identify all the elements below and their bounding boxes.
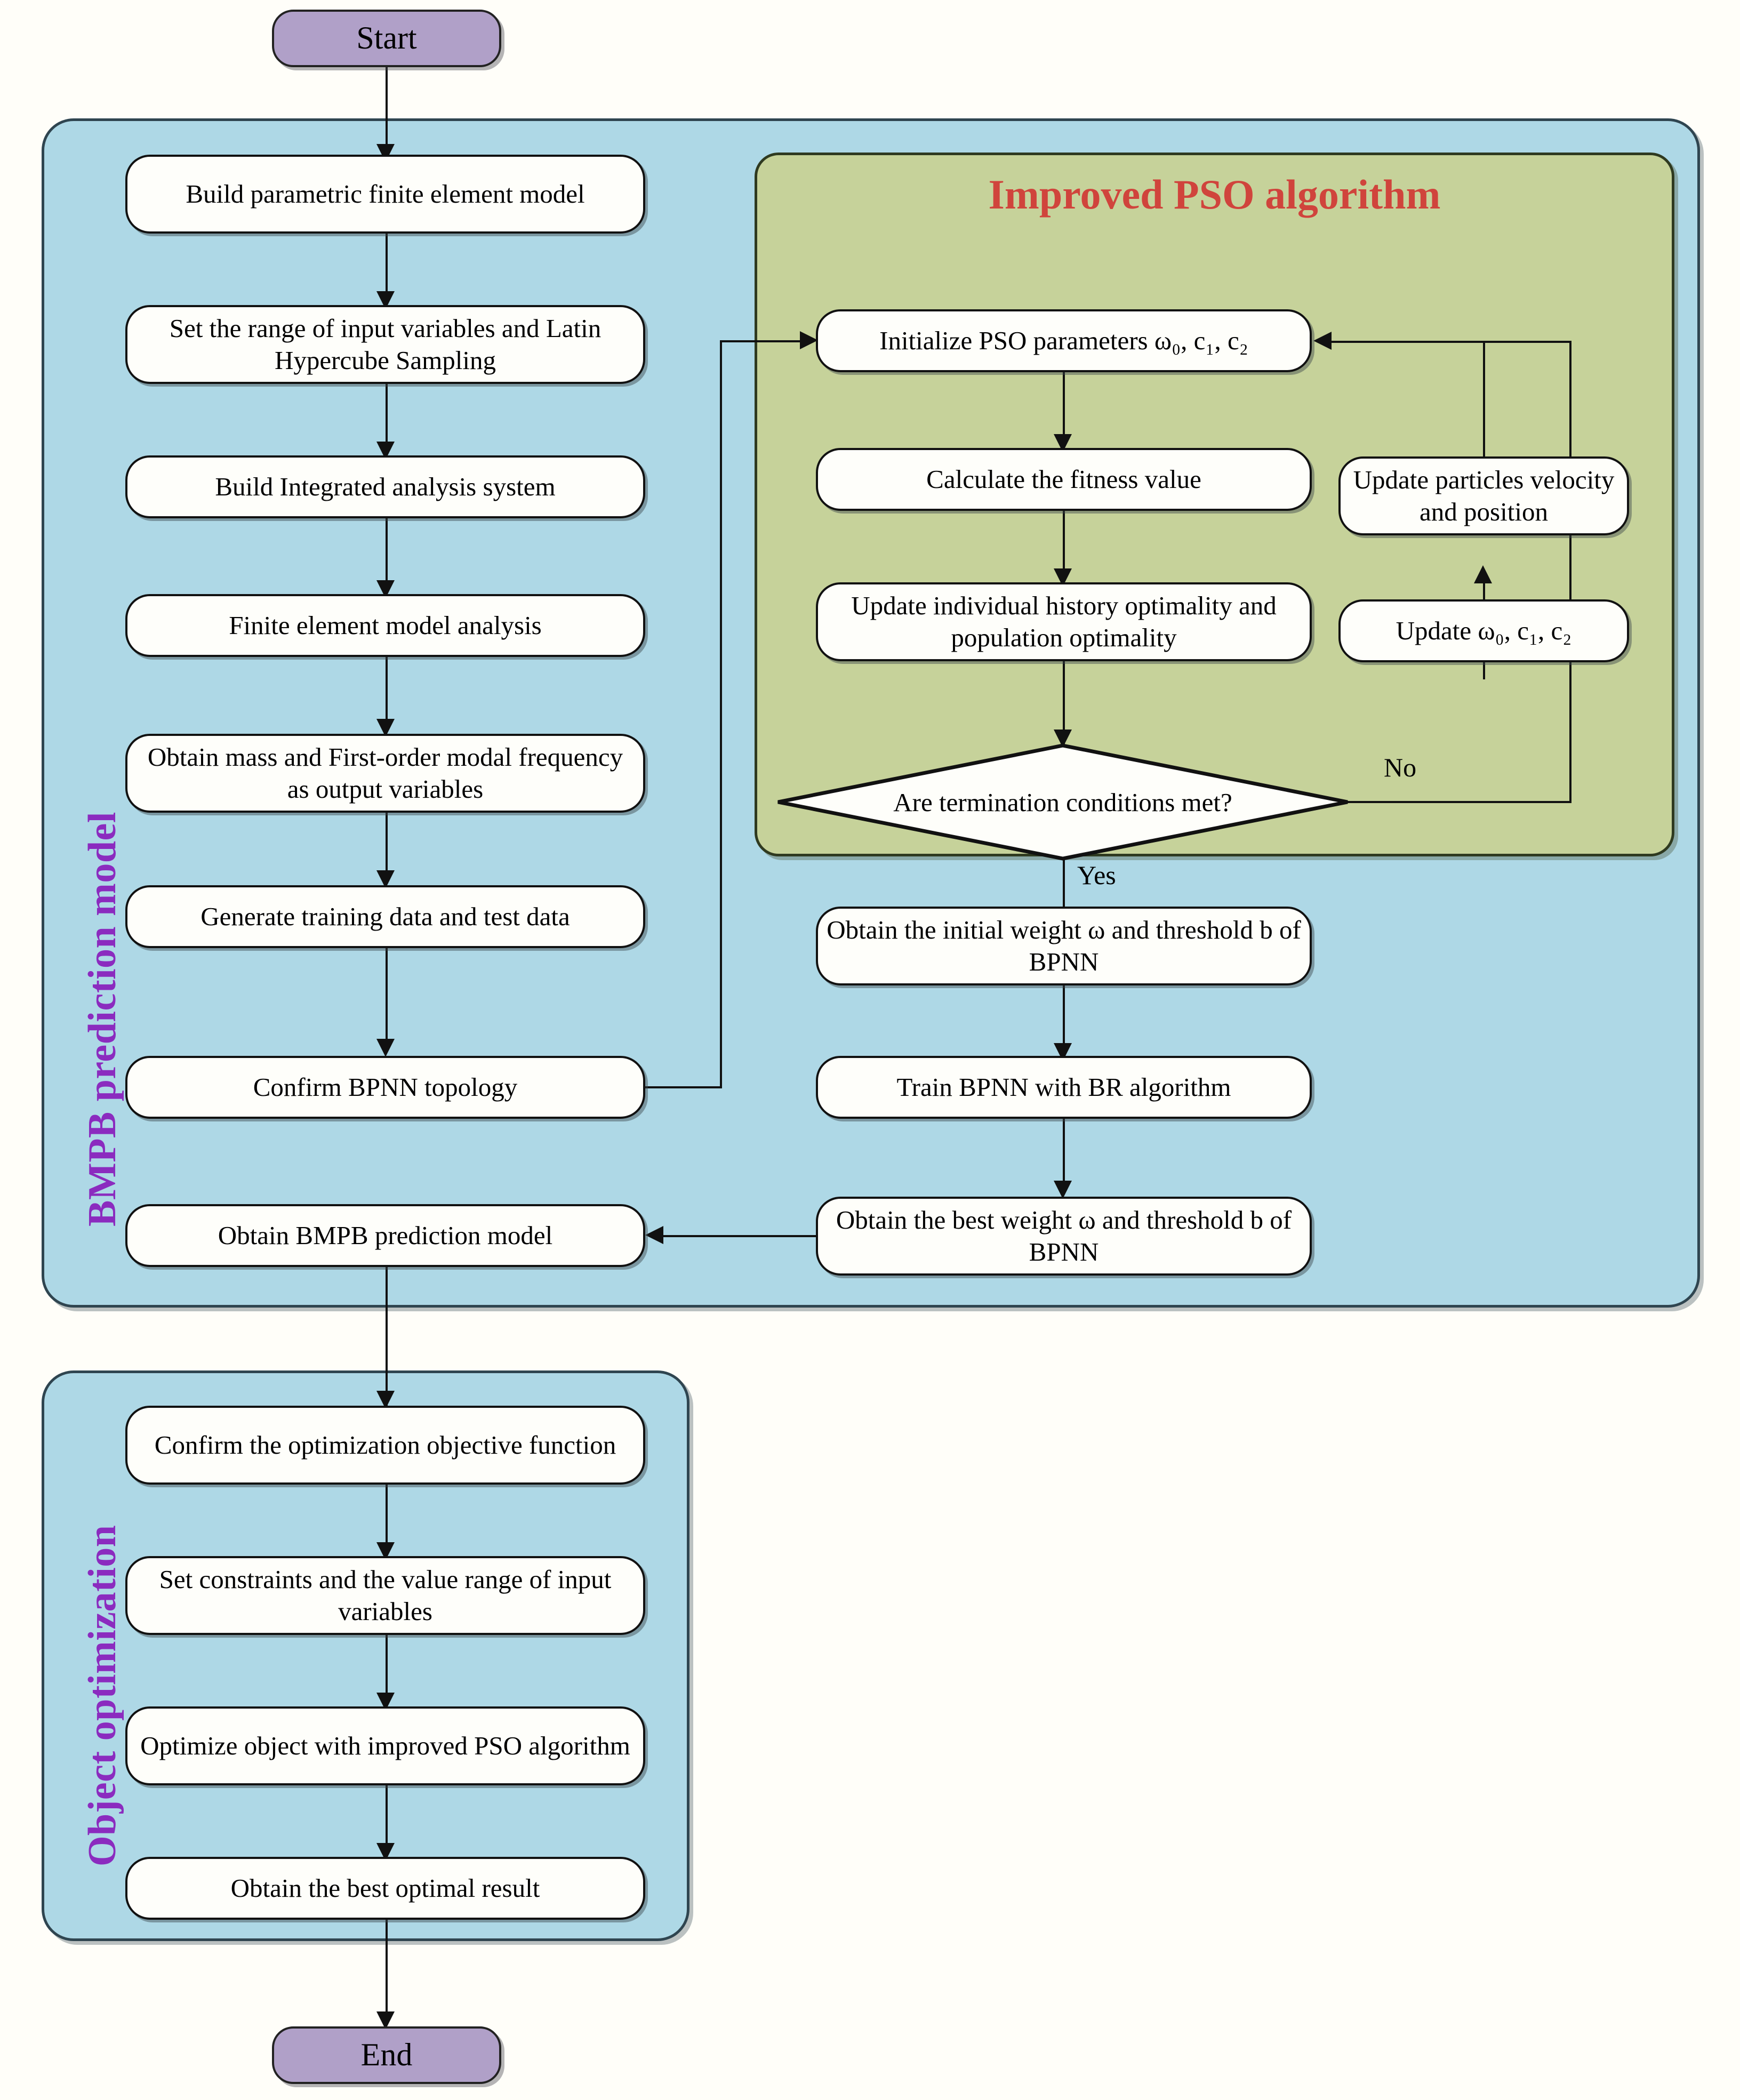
- node-obtain-best-optimal-result: Obtain the best optimal result: [125, 1857, 645, 1920]
- edge-l5-l6: [386, 813, 388, 882]
- edge-bmpb-to-objopt: [386, 1267, 388, 1406]
- arrow-l6-l7: [376, 1039, 395, 1057]
- edge-updateparticles-up: [1483, 341, 1485, 459]
- edge-topology-to-init-seg3: [720, 340, 814, 342]
- edge-l6-l7: [386, 948, 388, 1052]
- edge-p2-p3: [1063, 511, 1065, 580]
- node-build-integrated-analysis-system: Build Integrated analysis system: [125, 455, 645, 518]
- node-confirm-bpnn-topology: Confirm BPNN topology: [125, 1056, 645, 1119]
- edge-yes-seg: [1063, 857, 1065, 926]
- arrow-topology-to-init: [800, 331, 818, 349]
- edge-r2-r3: [1063, 1119, 1065, 1192]
- node-confirm-optimization-objective-function: Confirm the optimization objective funct…: [125, 1406, 645, 1485]
- arrow-bestweight-to-bmpb: [645, 1226, 663, 1244]
- group-object-optimization-label: Object optimization: [81, 1525, 124, 1866]
- terminator-end: End: [272, 2026, 501, 2084]
- node-update-omega-c1-c2: Update ω₀, c₁, c₂: [1338, 599, 1629, 662]
- node-obtain-initial-weight-threshold: Obtain the initial weight ω and threshol…: [816, 907, 1312, 985]
- edge-l3-l4: [386, 518, 388, 592]
- edge-topology-to-init-seg2: [720, 340, 722, 1088]
- edge-l2-l3: [386, 384, 388, 453]
- node-obtain-mass-first-order-modal: Obtain mass and First-order modal freque…: [125, 734, 645, 813]
- edge-l4-l5: [386, 657, 388, 732]
- terminator-start: Start: [272, 10, 501, 67]
- edge-no-seg3: [1332, 341, 1571, 343]
- node-obtain-bmpb-prediction-model: Obtain BMPB prediction model: [125, 1204, 645, 1267]
- edge-label-yes: Yes: [1077, 860, 1116, 890]
- edge-label-no: No: [1384, 752, 1417, 782]
- edge-no-seg1: [1348, 801, 1571, 803]
- node-build-parametric-fe-model: Build parametric finite element model: [125, 155, 645, 234]
- arrow-updateparams-to-updateparticles: [1474, 565, 1492, 583]
- edge-start-to-build: [386, 67, 388, 153]
- node-generate-training-test-data: Generate training data and test data: [125, 885, 645, 948]
- edge-bestweight-to-bmpb: [663, 1235, 818, 1237]
- node-obtain-best-weight-threshold: Obtain the best weight ω and threshold b…: [816, 1197, 1312, 1276]
- edge-topology-to-init-seg1: [643, 1086, 722, 1088]
- edge-o1-o2: [386, 1485, 388, 1554]
- node-initialize-pso-parameters: Initialize PSO parameters ω₀, c₁, c₂: [816, 309, 1312, 372]
- edge-r1-r2: [1063, 985, 1065, 1055]
- node-set-range-latin-hypercube: Set the range of input variables and Lat…: [125, 305, 645, 384]
- edge-o3-o4: [386, 1785, 388, 1855]
- node-finite-element-model-analysis: Finite element model analysis: [125, 594, 645, 657]
- decision-termination-conditions: Are termination conditions met?: [776, 743, 1350, 861]
- group-bmpb-label: BMPB prediction model: [81, 812, 124, 1227]
- node-update-particles-velocity-position: Update particles velocity and position: [1338, 456, 1629, 535]
- edge-p1-p2: [1063, 372, 1065, 446]
- node-calculate-fitness-value: Calculate the fitness value: [816, 448, 1312, 511]
- group-improved-pso-title: Improved PSO algorithm: [988, 171, 1441, 218]
- edge-no-seg2: [1569, 341, 1571, 802]
- edge-p3-decision: [1063, 661, 1065, 746]
- node-optimize-object-improved-pso: Optimize object with improved PSO algori…: [125, 1706, 645, 1785]
- arrow-r2-r3: [1054, 1181, 1072, 1199]
- arrow-no-into-init: [1313, 332, 1332, 350]
- edge-l1-l2: [386, 234, 388, 303]
- node-set-constraints-value-range: Set constraints and the value range of i…: [125, 1556, 645, 1635]
- edge-result-to-end: [386, 1920, 388, 2024]
- edge-o2-o3: [386, 1635, 388, 1704]
- node-update-individual-history-optimality: Update individual history optimality and…: [816, 582, 1312, 661]
- node-train-bpnn-br-algorithm: Train BPNN with BR algorithm: [816, 1056, 1312, 1119]
